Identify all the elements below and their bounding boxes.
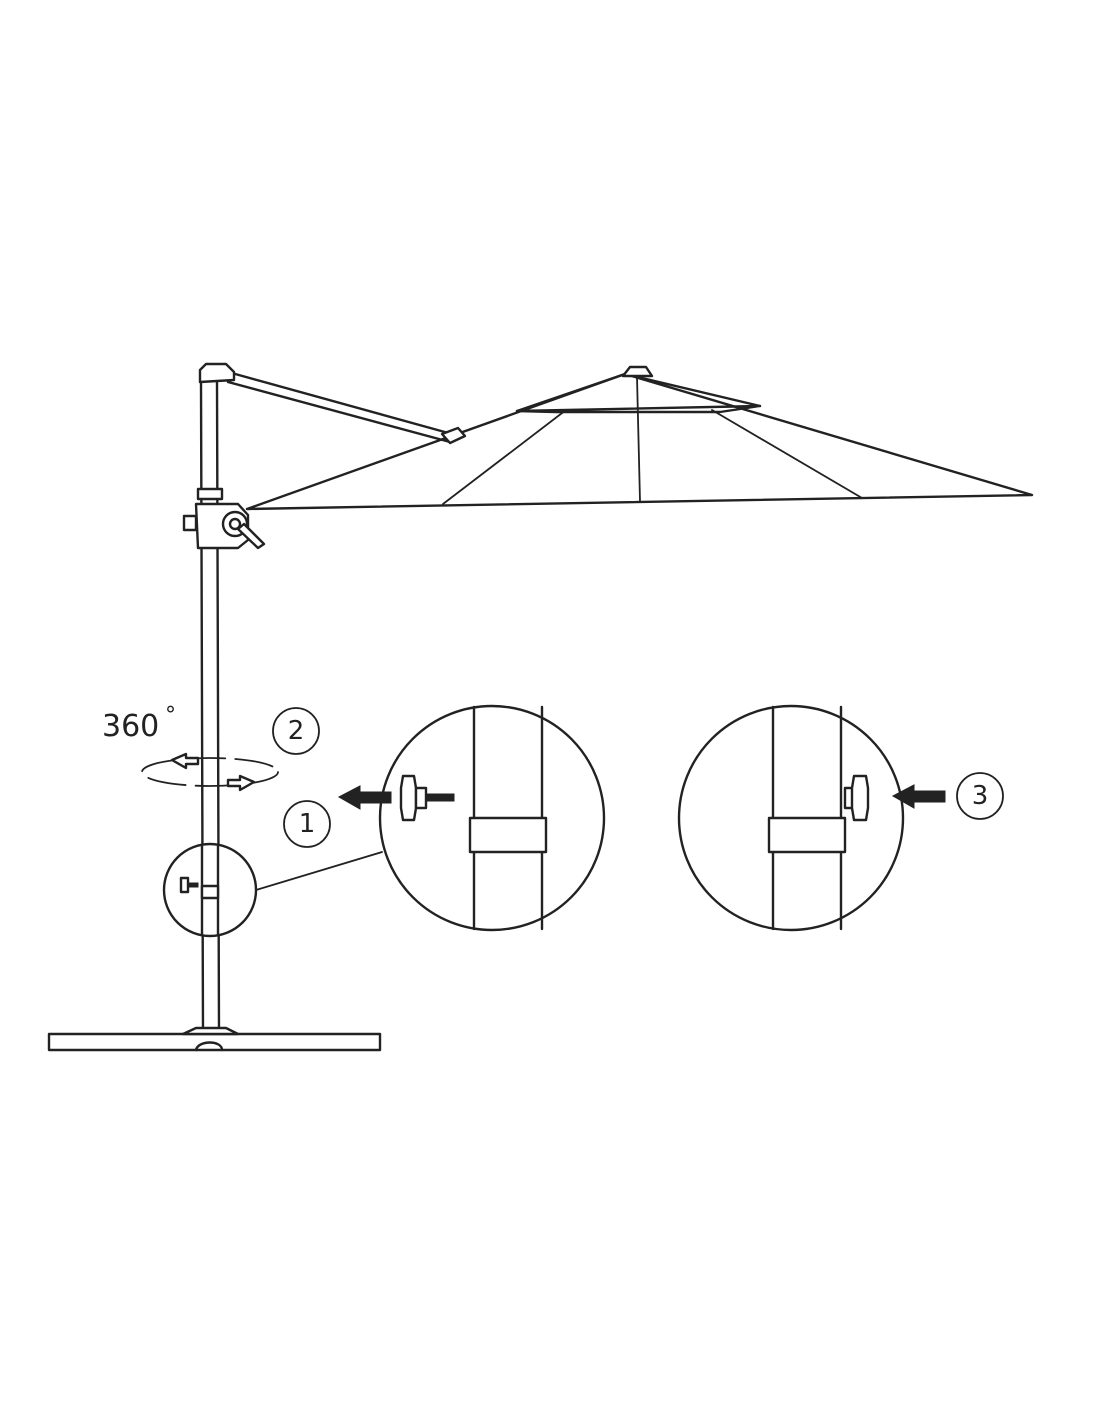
canopy-rib-center — [636, 376, 641, 502]
detail1-remove-arrow-icon — [337, 785, 392, 810]
detail-view-unlocked — [337, 704, 606, 932]
support-arm — [226, 370, 467, 445]
pole-top-cap — [198, 362, 236, 384]
canopy-top-tier — [515, 404, 762, 414]
canopy-finial — [621, 365, 654, 378]
detail1-collar — [468, 816, 548, 854]
canopy-rib-right — [711, 409, 863, 499]
detail-leader-line — [255, 851, 383, 891]
canopy-rib-left — [442, 409, 567, 505]
arm-upper-line — [226, 370, 454, 436]
step-3-marker — [956, 772, 1004, 820]
step-1-label: 1 — [299, 809, 316, 839]
crank-handle — [236, 522, 266, 550]
rotation-arrow-right-icon — [226, 774, 256, 792]
rotation-indicator: 360 ° 2 1 — [102, 703, 331, 848]
step-2-marker — [272, 707, 320, 755]
detail-view-locked: 3 — [677, 704, 1004, 932]
detail1-knob-neck — [414, 786, 428, 810]
umbrella-canopy — [245, 365, 1034, 511]
detail3-thumb-knob — [850, 774, 870, 822]
detail1-thumb-knob — [399, 774, 418, 822]
step-2-label: 2 — [288, 716, 305, 746]
detail-small-knob — [179, 876, 190, 894]
base-socket — [194, 1041, 224, 1052]
arm-joint — [440, 426, 467, 445]
degree-symbol: ° — [165, 703, 176, 728]
detail-small-screw — [187, 882, 199, 888]
rotation-arrow-left-icon — [170, 752, 200, 770]
canopy-outline — [245, 372, 1034, 511]
pole-lock-detail-small — [162, 842, 383, 938]
detail-small-collar — [200, 884, 220, 900]
crank-hub — [228, 517, 242, 531]
detail1-screw-shaft — [425, 793, 455, 802]
arm-lower-line — [226, 380, 452, 444]
detail3-insert-arrow-icon — [891, 784, 946, 809]
crank-side-knob — [182, 514, 198, 532]
rotation-ellipse — [141, 757, 279, 787]
base-bracket — [181, 1026, 240, 1036]
tilt-crank-mechanism — [182, 502, 266, 550]
step-1-marker — [283, 800, 331, 848]
detail3-collar — [767, 816, 847, 854]
pole-collar — [196, 487, 224, 501]
cross-base — [47, 1026, 382, 1052]
rotation-angle-label: 360 — [102, 709, 159, 744]
step-3-label: 3 — [972, 781, 989, 811]
